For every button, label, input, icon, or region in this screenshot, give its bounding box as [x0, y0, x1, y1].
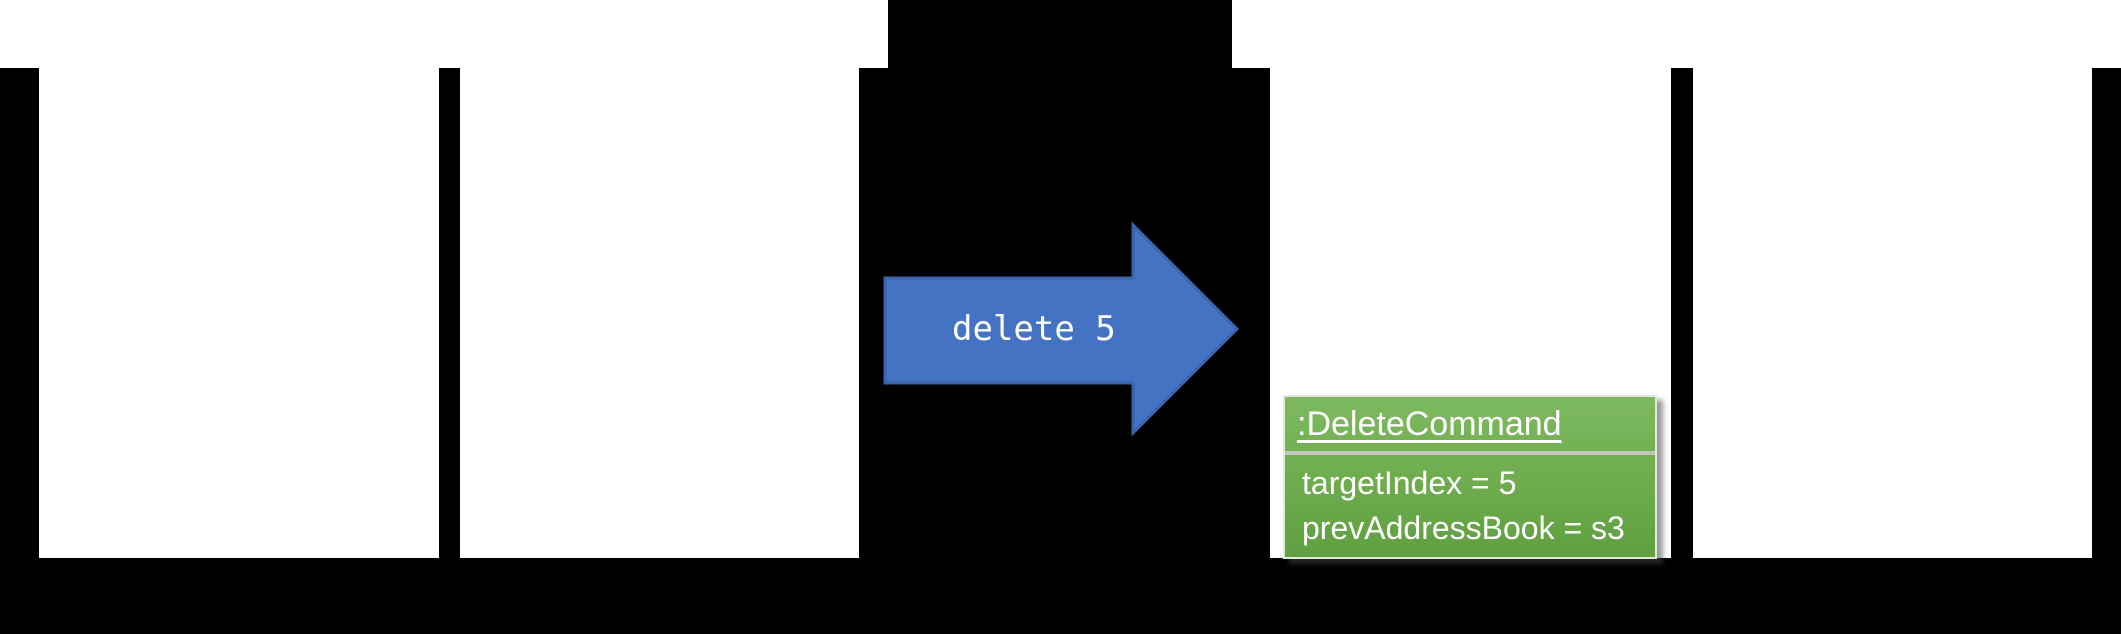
top-white-band-left — [0, 0, 888, 68]
block-arrow-right — [883, 221, 1240, 437]
attribute-prev-addressbook: prevAddressBook = s3 — [1302, 510, 1625, 546]
top-white-band-right — [1232, 0, 2121, 68]
state-panel-1 — [39, 67, 439, 558]
command-box-header: :DeleteCommand — [1285, 397, 1655, 455]
command-box-title: :DeleteCommand — [1297, 404, 1562, 443]
state-panel-4 — [1693, 67, 2092, 558]
block-arrow-shape — [883, 221, 1240, 437]
attribute-target-index: targetIndex = 5 — [1302, 465, 1517, 501]
state-panel-2 — [460, 67, 859, 558]
command-box-attributes: targetIndex = 5 prevAddressBook = s3 — [1285, 455, 1655, 551]
arrow-command-label: delete 5 — [952, 309, 1116, 349]
delete-command-object-box: :DeleteCommand targetIndex = 5 prevAddre… — [1283, 395, 1657, 559]
